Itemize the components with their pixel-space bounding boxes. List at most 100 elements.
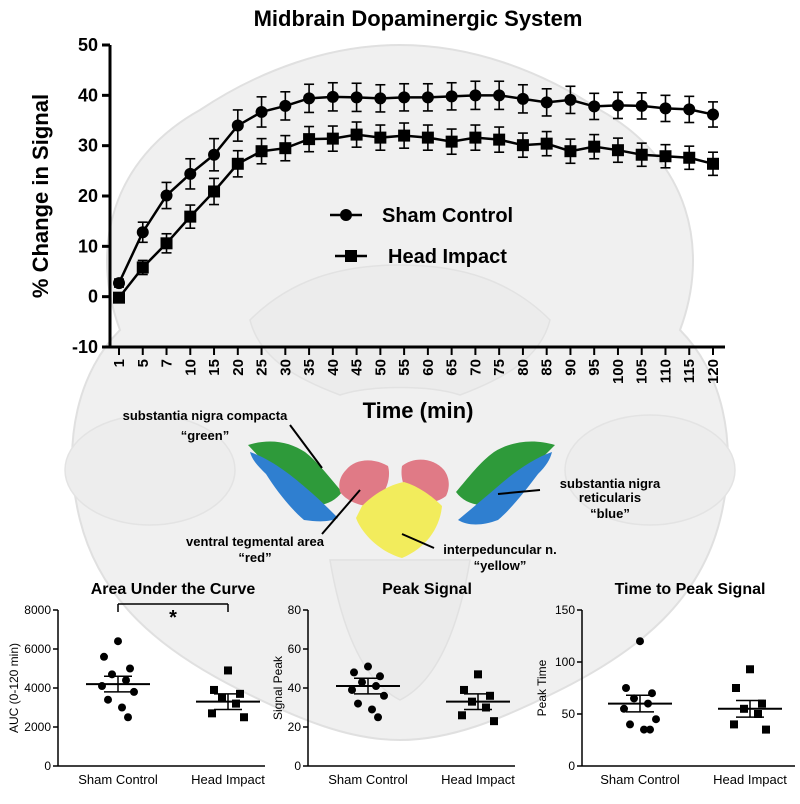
brain-inner-ventricle <box>249 264 551 396</box>
x-tick-label: 110 <box>657 359 674 383</box>
label-snr-line2: reticularis <box>579 490 641 505</box>
data-point-sham-control <box>279 99 292 112</box>
data-point-sham-control <box>707 108 719 121</box>
panel-point-sham-control <box>646 725 654 734</box>
y-tick-label: 50 <box>78 35 98 55</box>
label-snr-line3: “blue” <box>590 506 630 521</box>
panel-auc: Area Under the Curve02000400060008000AUC… <box>7 581 265 787</box>
data-point-sham-control <box>659 102 672 115</box>
data-point-sham-control <box>540 96 553 109</box>
label-snc-line1: substantia nigra compacta <box>123 408 288 423</box>
y-tick-label: 10 <box>78 236 98 256</box>
panel-y-tick-label: 150 <box>555 603 575 617</box>
panel-point-head-impact <box>208 709 216 718</box>
panel-point-sham-control <box>114 637 122 646</box>
main-chart-series <box>113 80 719 304</box>
y-axis-title: % Change in Signal <box>28 94 53 298</box>
panel-point-head-impact <box>474 670 482 679</box>
panel-category-label: Sham Control <box>328 772 408 787</box>
x-tick-label: 65 <box>444 359 461 376</box>
data-point-sham-control <box>493 89 506 102</box>
brain-background-image <box>64 43 736 742</box>
data-point-head-impact <box>208 185 221 198</box>
x-axis-title: Time (min) <box>363 398 474 423</box>
panel-category-label: Sham Control <box>600 772 680 787</box>
data-point-head-impact <box>303 133 316 146</box>
panel-point-head-impact <box>240 713 248 722</box>
data-point-sham-control <box>683 103 696 116</box>
region-annotations: substantia nigra compacta “green” substa… <box>123 408 661 573</box>
panel-category-label: Head Impact <box>191 772 265 787</box>
region-green-right <box>456 441 555 505</box>
data-point-head-impact <box>136 261 149 274</box>
x-tick-label: 15 <box>206 359 223 376</box>
panel-point-head-impact <box>224 666 232 675</box>
data-point-sham-control <box>374 92 387 105</box>
x-tick-label: 20 <box>230 359 247 376</box>
x-tick-label: 40 <box>325 359 342 376</box>
x-tick-label: 45 <box>349 359 366 376</box>
x-tick-label: 115 <box>681 359 698 383</box>
x-tick-label: 7 <box>159 359 176 367</box>
label-vta-line1: ventral tegmental area <box>186 534 325 549</box>
data-point-sham-control <box>445 90 458 103</box>
x-tick-label: 55 <box>396 359 413 376</box>
panel-point-sham-control <box>130 687 138 696</box>
x-tick-label: 5 <box>135 359 152 367</box>
data-point-sham-control <box>516 92 529 105</box>
panel-y-tick-label: 8000 <box>24 603 51 617</box>
pointer-snr <box>497 489 541 495</box>
label-vta-line2: “red” <box>238 550 271 565</box>
data-point-head-impact <box>683 151 696 164</box>
panel-title: Peak Signal <box>382 581 472 598</box>
data-point-head-impact <box>326 132 339 145</box>
panel-point-sham-control <box>358 678 366 687</box>
panel-title: Area Under the Curve <box>91 581 256 598</box>
panel-y-tick-label: 4000 <box>24 681 51 695</box>
panel-point-sham-control <box>374 713 382 722</box>
label-snr-line1: substantia nigra <box>560 476 661 491</box>
label-ipn-line1: interpeduncular n. <box>443 542 556 557</box>
x-tick-label: 50 <box>372 359 389 376</box>
data-point-head-impact <box>707 157 719 170</box>
data-point-head-impact <box>564 145 577 158</box>
panel-point-sham-control <box>620 704 628 713</box>
label-ipn-line2: “yellow” <box>474 558 527 573</box>
x-tick-label: 85 <box>539 359 556 376</box>
data-point-head-impact <box>231 157 244 170</box>
panel-point-sham-control <box>380 691 388 700</box>
x-tick-label: 30 <box>277 359 294 376</box>
legend-marker-sham <box>340 209 352 221</box>
panel-point-head-impact <box>746 665 754 674</box>
x-tick-label: 70 <box>467 359 484 376</box>
x-tick-label: 35 <box>301 359 318 376</box>
panel-point-head-impact <box>486 691 494 700</box>
pointer-snc <box>289 424 323 469</box>
panel-point-head-impact <box>730 720 738 729</box>
data-point-sham-control <box>350 91 363 104</box>
region-blue-right <box>458 452 552 525</box>
y-tick-label: -10 <box>72 337 98 357</box>
data-point-sham-control <box>421 91 434 104</box>
data-point-head-impact <box>279 142 292 155</box>
panel-point-sham-control <box>636 637 644 646</box>
panel-category-label: Head Impact <box>713 772 787 787</box>
x-tick-label: 25 <box>254 359 271 376</box>
data-point-head-impact <box>398 129 411 142</box>
legend-label-impact: Head Impact <box>388 246 507 268</box>
panel-y-tick-label: 0 <box>44 759 51 773</box>
panel-category-label: Sham Control <box>78 772 158 787</box>
panel-point-sham-control <box>104 695 112 704</box>
x-tick-label: 120 <box>705 359 722 384</box>
brain-outline <box>71 43 729 742</box>
panel-point-head-impact <box>210 685 218 694</box>
y-tick-label: 0 <box>88 287 98 307</box>
x-tick-label: 95 <box>586 359 603 376</box>
panel-point-head-impact <box>758 699 766 708</box>
region-yellow <box>356 482 442 558</box>
pointer-ipn <box>401 533 435 549</box>
